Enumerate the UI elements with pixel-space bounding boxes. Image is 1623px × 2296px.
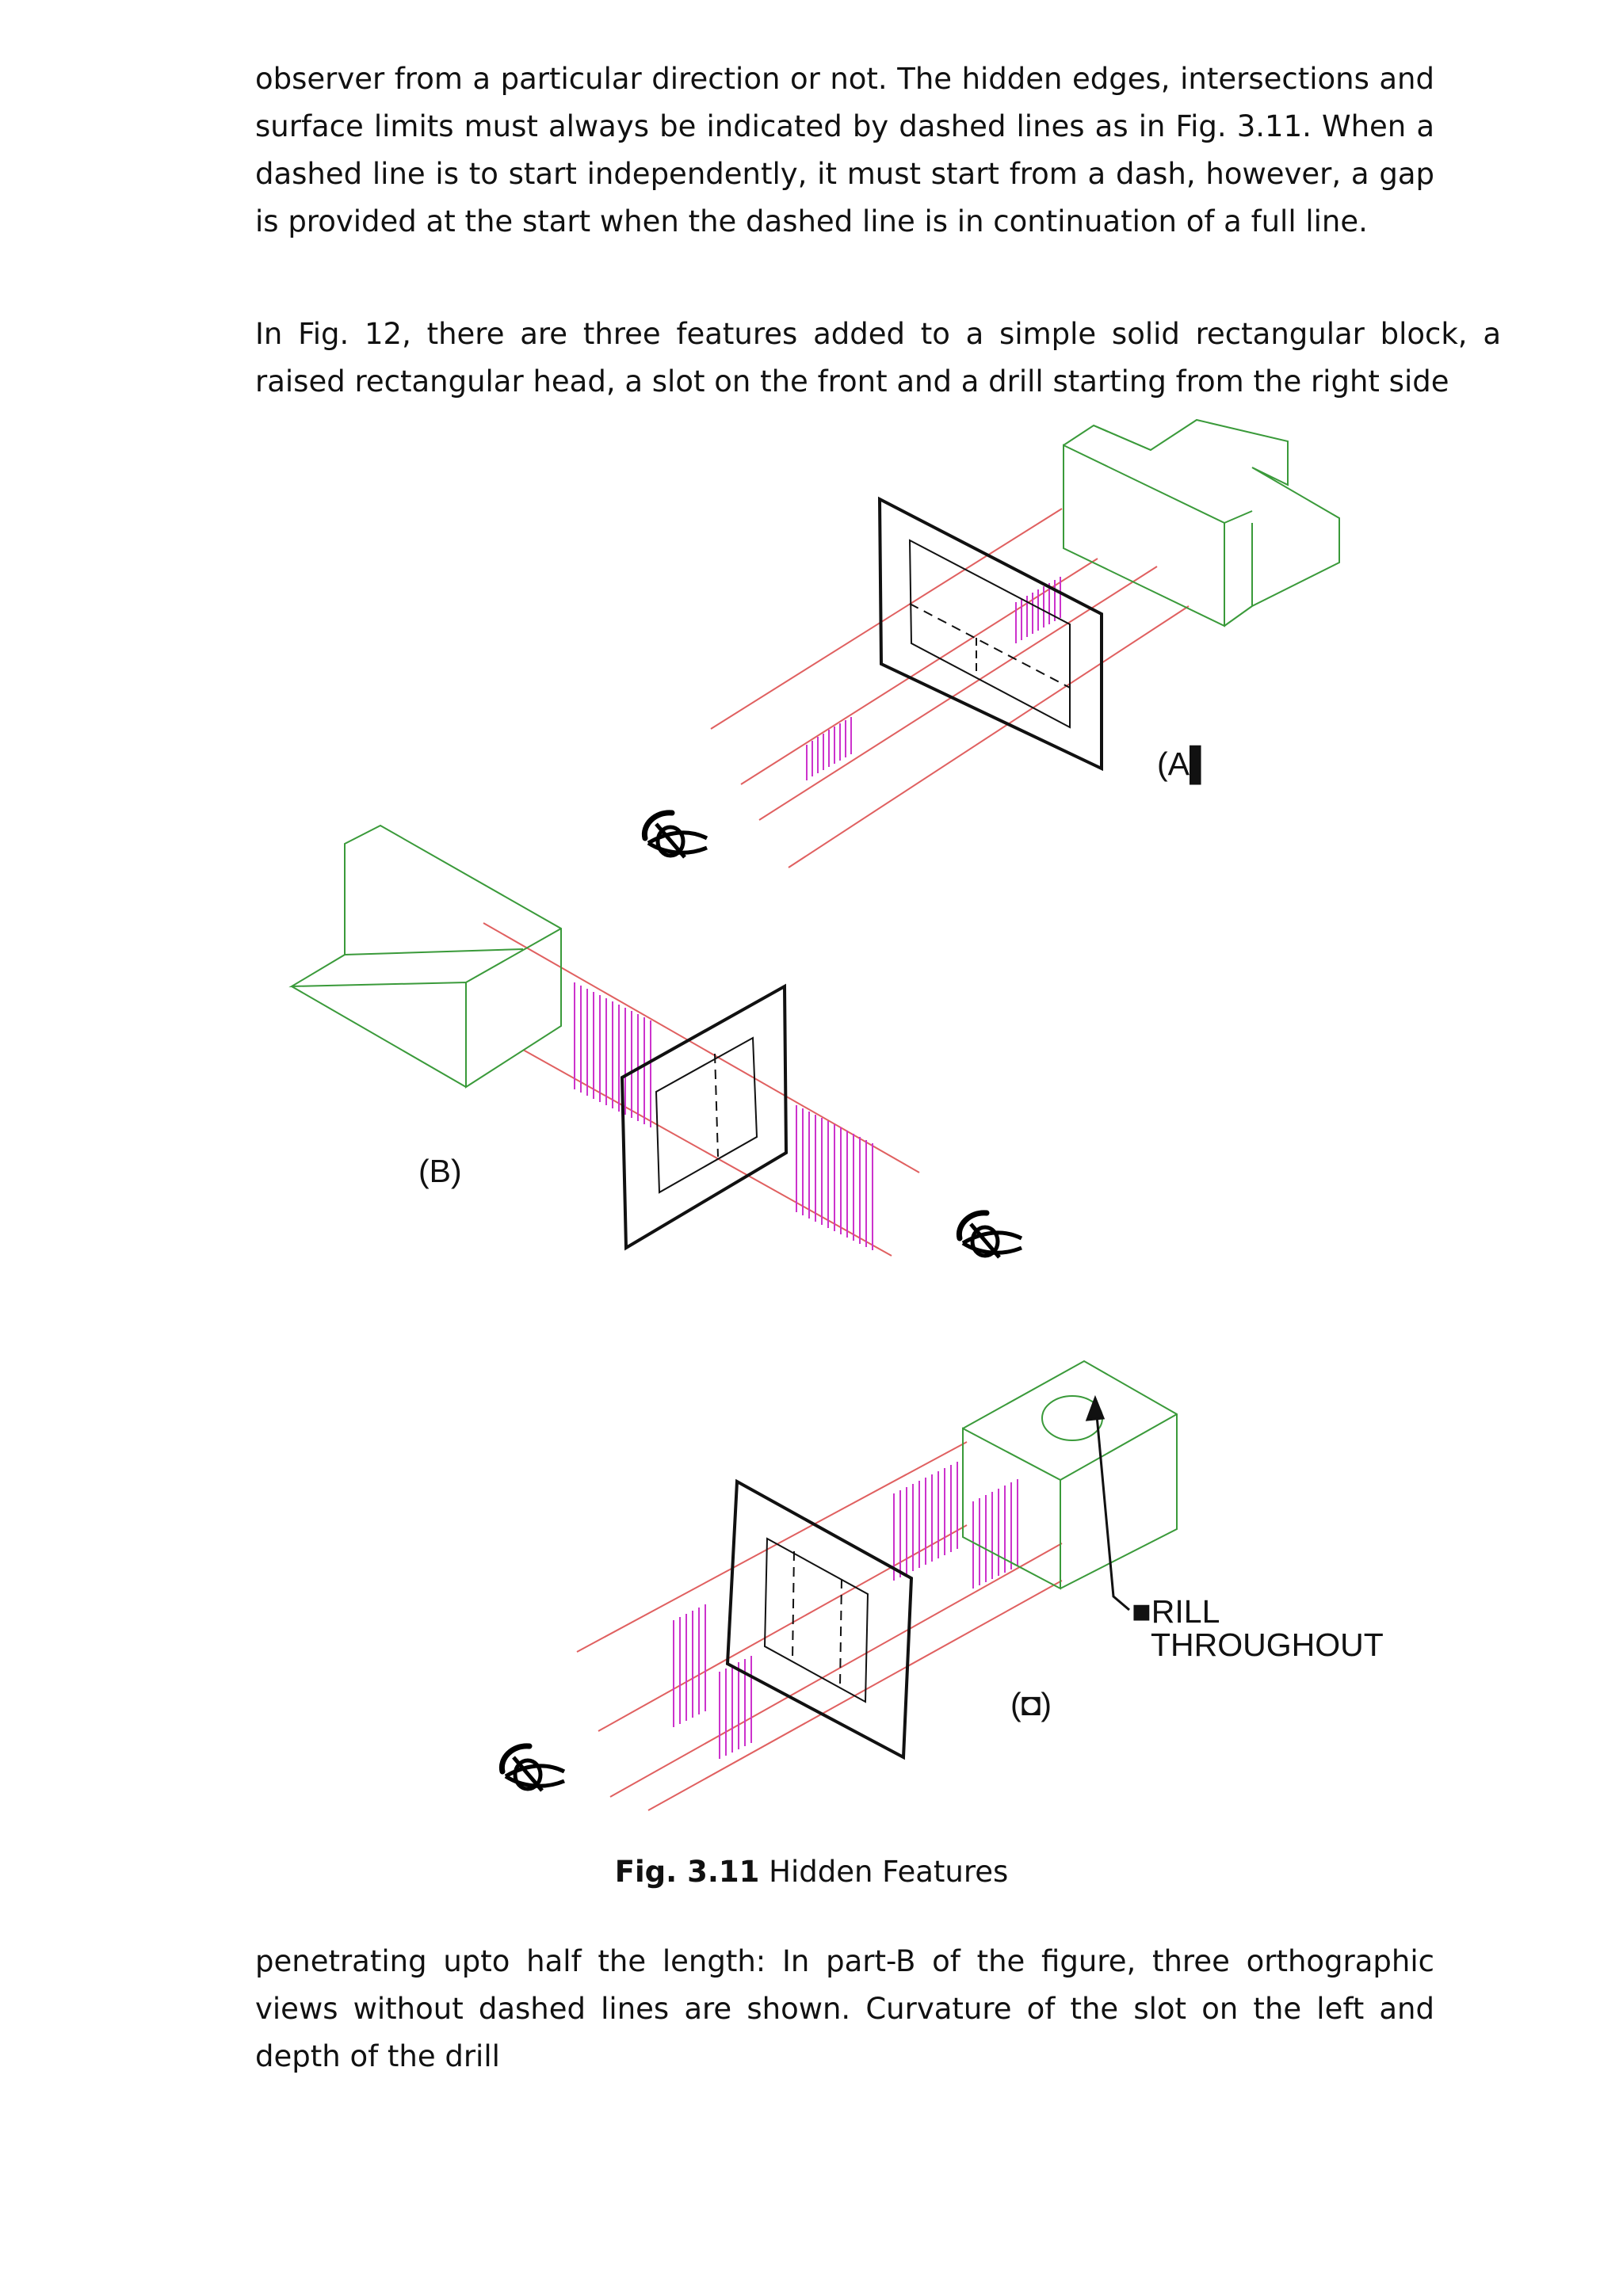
view-c (576, 1360, 1178, 1811)
hatch-c3 (893, 1462, 958, 1581)
object-c (962, 1360, 1178, 1590)
eye-icon (644, 813, 707, 857)
drill-leader (1085, 1394, 1130, 1611)
label-drill-line1: ■RILL (1132, 1593, 1220, 1630)
caption-title: Hidden Features (759, 1855, 1009, 1889)
caption-number: Fig. 3.11 (614, 1855, 760, 1889)
view-b (288, 824, 920, 1257)
hatch-c2 (719, 1656, 752, 1759)
object-a (1063, 418, 1340, 627)
hatch-a1 (806, 717, 852, 780)
projected-view-a (908, 539, 1071, 729)
hatch-b1 (574, 982, 651, 1127)
eye-icon (502, 1746, 564, 1791)
label-drill-line2: THROUGHOUT (1151, 1627, 1384, 1663)
hatch-b2 (796, 1105, 873, 1250)
hatch-a2 (1015, 577, 1061, 643)
paragraph-intro: observer from a particular direction or … (255, 62, 1434, 238)
figure-caption: Fig. 3.11 Hidden Features (0, 1852, 1623, 1892)
label-view-b: (B) (418, 1153, 462, 1189)
projection-plane-c (725, 1478, 914, 1760)
projection-plane-a (877, 496, 1103, 772)
projection-plane-b (620, 983, 789, 1251)
paragraph-features: In Fig. 12, there are three features add… (255, 317, 1501, 399)
label-view-a: (A▌ (1157, 745, 1212, 785)
projection-lines-c (576, 1441, 1063, 1811)
hatch-c1 (673, 1604, 706, 1727)
paragraph-continuation: penetrating upto half the length: In par… (255, 1944, 1434, 2073)
view-a (710, 418, 1340, 868)
projected-view-b (655, 1036, 758, 1194)
hatch-c4 (972, 1479, 1018, 1589)
projected-view-c (763, 1537, 869, 1703)
projection-lines-a (710, 508, 1190, 868)
eye-icon (959, 1213, 1022, 1257)
object-b (288, 824, 562, 1089)
label-view-c: (◘) (1010, 1686, 1052, 1722)
